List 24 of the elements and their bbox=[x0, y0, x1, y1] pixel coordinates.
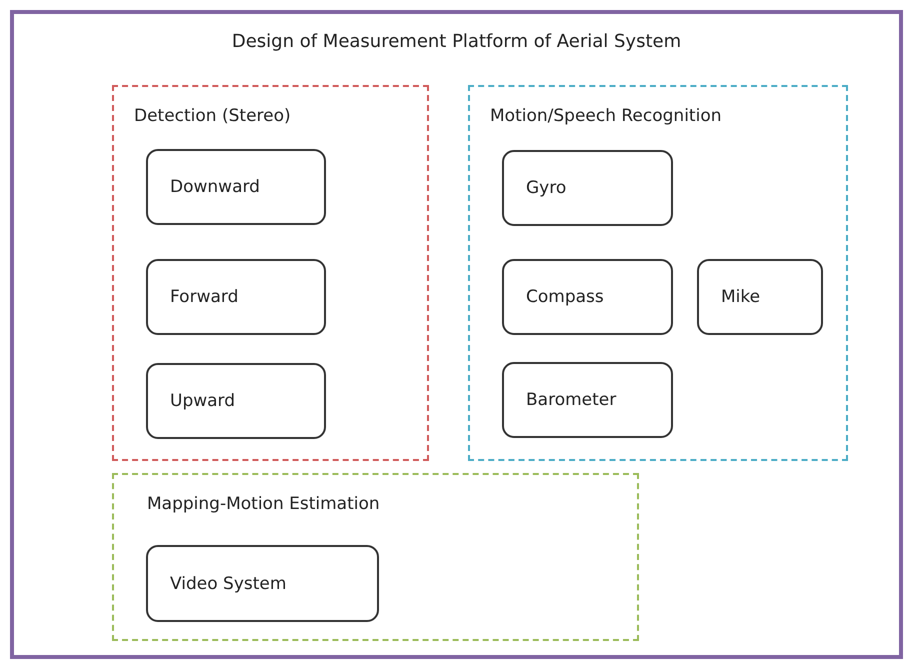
component-label: Gyro bbox=[526, 178, 566, 198]
frame-heading: Design of Measurement Platform of Aerial System bbox=[230, 31, 682, 52]
group-container bbox=[468, 85, 848, 461]
group-heading: Mapping-Motion Estimation bbox=[147, 494, 380, 514]
component-box bbox=[697, 259, 823, 335]
component-box bbox=[146, 363, 326, 439]
component-box bbox=[146, 545, 379, 622]
component-label: Compass bbox=[526, 287, 604, 307]
component-label: Barometer bbox=[526, 390, 616, 410]
component-label: Video System bbox=[170, 574, 286, 594]
group-container bbox=[112, 473, 639, 641]
component-box bbox=[502, 362, 673, 438]
component-box bbox=[146, 149, 326, 225]
diagram-frame bbox=[10, 10, 903, 659]
component-label: Downward bbox=[170, 177, 260, 197]
component-box bbox=[502, 259, 673, 335]
group-heading: Motion/Speech Recognition bbox=[490, 106, 722, 126]
component-box bbox=[146, 259, 326, 335]
group-heading: Detection (Stereo) bbox=[134, 106, 291, 126]
group-container bbox=[112, 85, 429, 461]
component-label: Upward bbox=[170, 391, 236, 411]
component-box bbox=[502, 150, 673, 226]
component-label: Mike bbox=[721, 287, 760, 307]
component-label: Forward bbox=[170, 287, 238, 307]
